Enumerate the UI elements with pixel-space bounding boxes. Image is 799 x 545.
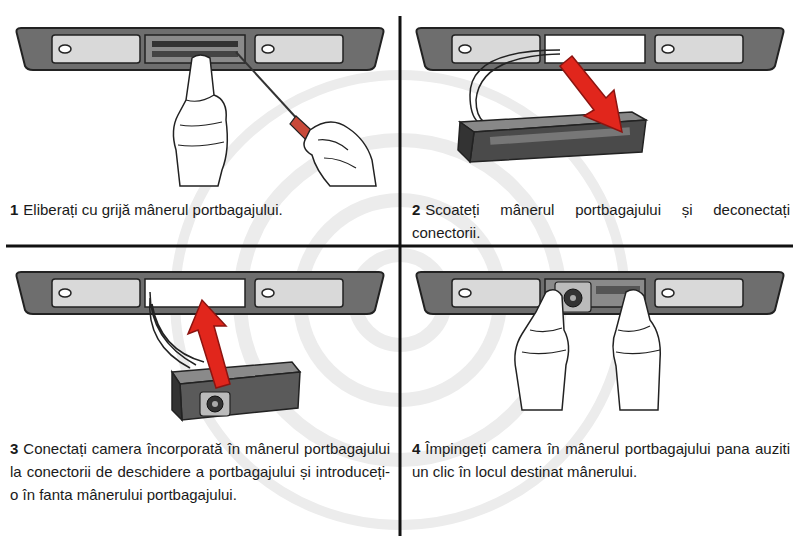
panel-dividers — [6, 16, 793, 536]
step-caption: 1 Eliberați cu grijă mânerul portbagajulu… — [10, 198, 390, 221]
step-caption: 2Scoateți mânerul portbagajului și decon… — [412, 198, 790, 244]
step-number: 1 — [10, 201, 18, 218]
step-text: Eliberați cu grijă mânerul portbagajului… — [23, 201, 282, 218]
step-caption: 4Împingeți camera în mânerul portbagajul… — [412, 437, 790, 483]
panel-2-figure — [417, 28, 784, 162]
panel-3-figure — [17, 272, 384, 420]
panel-1-figure — [17, 28, 384, 186]
step-text: Împingeți camera în mânerul portbagajulu… — [412, 440, 790, 480]
step-caption: 3Conectați camera încorporată în mânerul… — [10, 437, 390, 506]
step-number: 4 — [412, 440, 420, 457]
panel-4-figure — [417, 272, 784, 410]
step-number: 2 — [412, 201, 420, 218]
step-number: 3 — [10, 440, 18, 457]
step-text: Conectați camera încorporată în mânerul … — [10, 440, 390, 503]
step-text: Scoateți mânerul portbagajului și decone… — [412, 201, 790, 241]
